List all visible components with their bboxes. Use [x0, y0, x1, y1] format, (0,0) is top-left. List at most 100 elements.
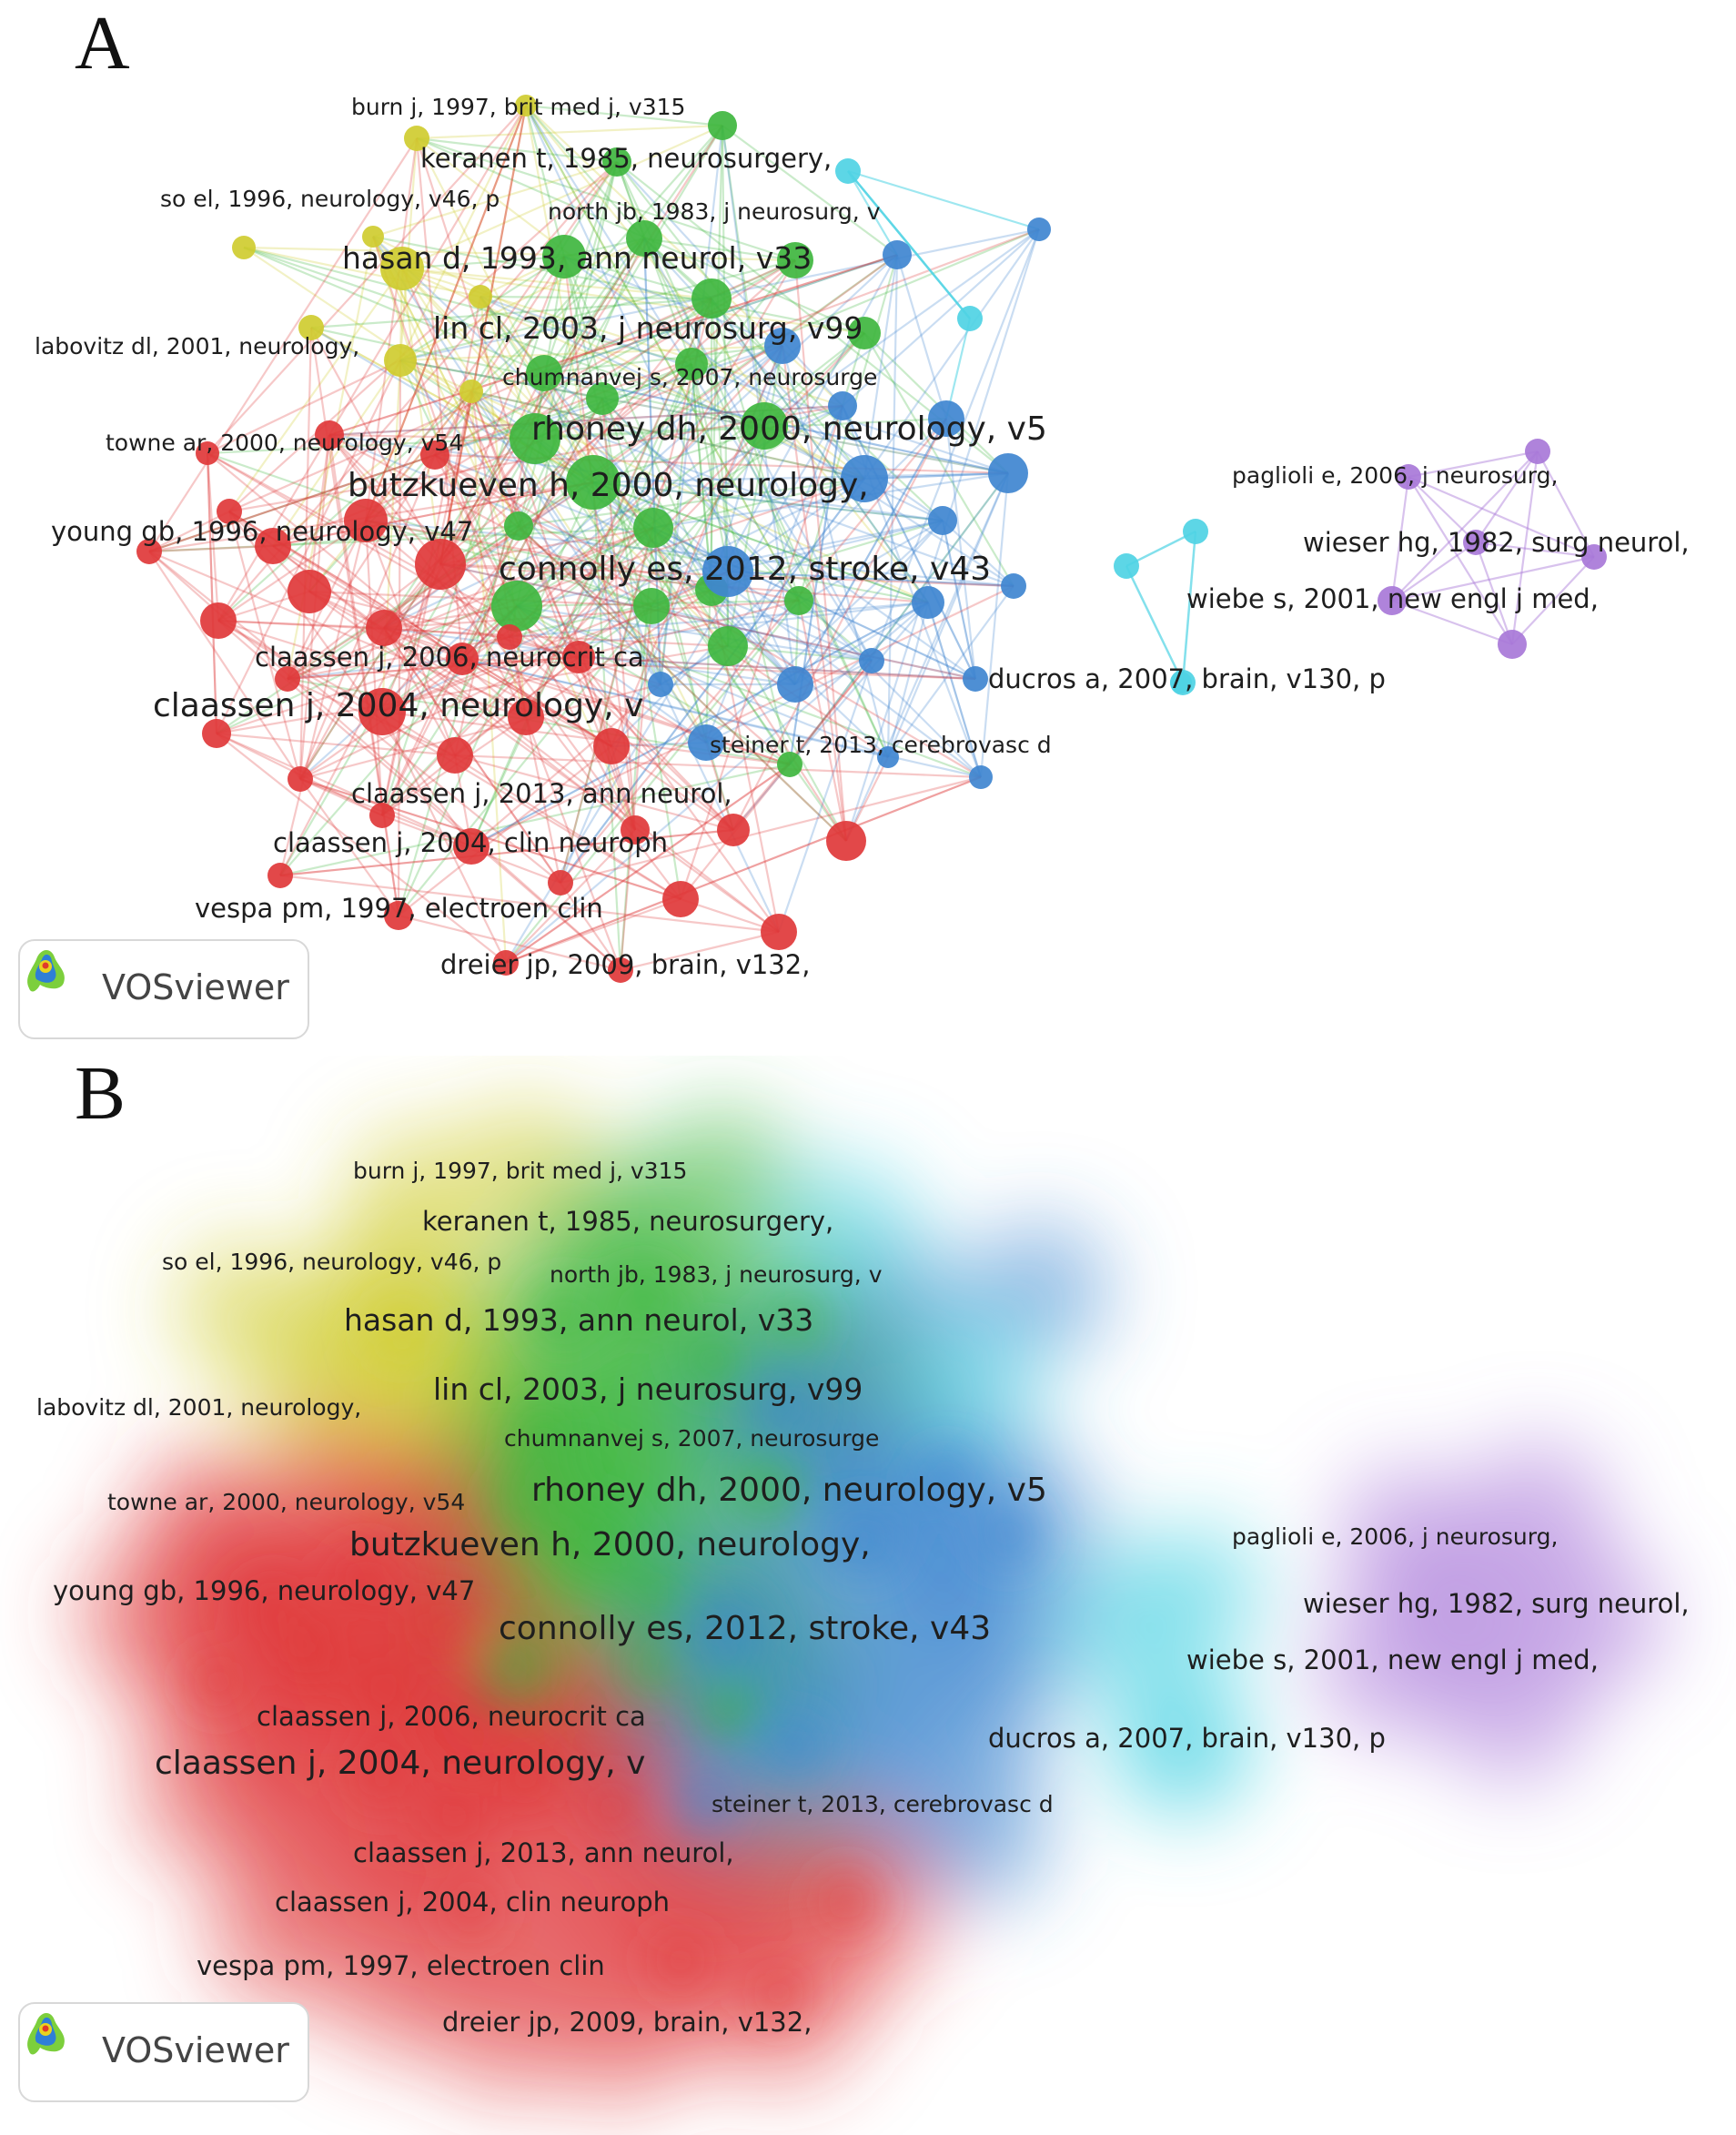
network-node[interactable] — [761, 914, 797, 950]
network-node[interactable] — [1396, 464, 1421, 490]
network-node[interactable] — [515, 95, 537, 116]
network-node[interactable] — [497, 624, 522, 650]
network-node[interactable] — [493, 950, 519, 976]
network-node[interactable] — [741, 402, 788, 450]
network-node[interactable] — [469, 285, 492, 309]
network-node[interactable] — [848, 317, 881, 349]
network-node[interactable] — [675, 348, 708, 380]
node-label-north[interactable]: north jb, 1983, j neurosurg, v — [548, 198, 881, 225]
network-node[interactable] — [1498, 630, 1527, 659]
network-node[interactable] — [626, 220, 662, 257]
network-node[interactable] — [883, 240, 912, 269]
network-node[interactable] — [404, 126, 429, 151]
network-node[interactable] — [1183, 519, 1208, 544]
node-label-burn[interactable]: burn j, 1997, brit med j, v315 — [351, 94, 686, 120]
node-label-labovitz[interactable]: labovitz dl, 2001, neurology, — [35, 333, 360, 359]
network-node[interactable] — [784, 586, 813, 615]
network-node[interactable] — [380, 247, 424, 290]
density-label-connolly[interactable]: connolly es, 2012, stroke, v43 — [499, 1610, 992, 1647]
network-node[interactable] — [586, 382, 619, 415]
network-node[interactable] — [1027, 218, 1051, 241]
network-node[interactable] — [702, 546, 753, 597]
network-node[interactable] — [384, 901, 413, 930]
network-node[interactable] — [1525, 439, 1550, 464]
network-node[interactable] — [369, 803, 395, 828]
network-node[interactable] — [608, 957, 633, 983]
node-label-lin[interactable]: lin cl, 2003, j neurosurg, v99 — [433, 310, 863, 346]
network-node[interactable] — [526, 355, 562, 391]
network-node[interactable] — [344, 499, 388, 542]
network-node[interactable] — [200, 602, 237, 639]
network-node[interactable] — [859, 648, 884, 673]
network-node[interactable] — [928, 400, 964, 437]
network-node[interactable] — [366, 610, 402, 646]
density-label-dreier[interactable]: dreier jp, 2009, brain, v132, — [442, 2007, 812, 2038]
network-node[interactable] — [777, 242, 813, 278]
network-node[interactable] — [708, 626, 748, 666]
density-label-vespa[interactable]: vespa pm, 1997, electroen clin — [197, 1950, 605, 1981]
network-node[interactable] — [510, 413, 560, 464]
network-node[interactable] — [202, 719, 231, 748]
network-node[interactable] — [963, 666, 988, 692]
density-label-paglioli[interactable]: paglioli e, 2006, j neurosurg, — [1232, 1523, 1559, 1550]
node-label-young[interactable]: young gb, 1996, neurology, v47 — [51, 516, 474, 547]
network-node[interactable] — [877, 746, 899, 768]
network-node[interactable] — [504, 511, 533, 541]
network-node[interactable] — [633, 588, 670, 624]
network-node[interactable] — [548, 870, 573, 895]
network-node[interactable] — [764, 328, 801, 364]
network-node[interactable] — [828, 391, 857, 420]
node-label-chumnanvej[interactable]: chumnanvej s, 2007, neurosurge — [502, 364, 878, 390]
node-label-paglioli[interactable]: paglioli e, 2006, j neurosurg, — [1232, 462, 1559, 489]
node-label-wieser[interactable]: wieser hg, 1982, surg neurol, — [1303, 527, 1690, 558]
network-node[interactable] — [777, 752, 802, 777]
density-label-rhoney[interactable]: rhoney dh, 2000, neurology, v5 — [531, 1472, 1047, 1509]
density-label-steiner[interactable]: steiner t, 2013, cerebrovasc d — [712, 1791, 1054, 1817]
network-node[interactable] — [1581, 544, 1607, 570]
network-node[interactable] — [196, 441, 219, 465]
density-label-wieser[interactable]: wieser hg, 1982, surg neurol, — [1303, 1588, 1690, 1619]
network-node[interactable] — [288, 570, 331, 613]
node-label-wiebe[interactable]: wiebe s, 2001, new engl j med, — [1186, 583, 1599, 614]
network-node[interactable] — [777, 666, 813, 703]
density-label-labovitz[interactable]: labovitz dl, 2001, neurology, — [36, 1394, 362, 1421]
density-label-towne[interactable]: towne ar, 2000, neurology, v54 — [107, 1489, 466, 1515]
node-label-rhoney[interactable]: rhoney dh, 2000, neurology, v5 — [531, 410, 1047, 448]
density-label-lin[interactable]: lin cl, 2003, j neurosurg, v99 — [433, 1371, 863, 1407]
network-node[interactable] — [362, 226, 384, 248]
density-label-young[interactable]: young gb, 1996, neurology, v47 — [53, 1575, 476, 1606]
density-label-hasan[interactable]: hasan d, 1993, ann neurol, v33 — [344, 1302, 814, 1338]
network-node[interactable] — [136, 539, 162, 564]
network-node[interactable] — [593, 728, 630, 764]
network-node[interactable] — [453, 828, 490, 865]
network-node[interactable] — [298, 315, 324, 340]
node-label-dreier[interactable]: dreier jp, 2009, brain, v132, — [440, 949, 811, 980]
network-node[interactable] — [602, 147, 631, 177]
network-node[interactable] — [217, 499, 242, 524]
density-label-wiebe[interactable]: wiebe s, 2001, new engl j med, — [1186, 1644, 1599, 1675]
density-label-keranen[interactable]: keranen t, 1985, neurosurgery, — [422, 1206, 834, 1237]
density-label-so-el[interactable]: so el, 1996, neurology, v46, p — [162, 1249, 502, 1275]
node-label-steiner[interactable]: steiner t, 2013, cerebrovasc d — [710, 732, 1052, 758]
network-node[interactable] — [491, 581, 542, 632]
network-node[interactable] — [1114, 553, 1139, 579]
network-node[interactable] — [957, 306, 983, 331]
network-node[interactable] — [1378, 586, 1407, 615]
network-node[interactable] — [841, 455, 888, 502]
network-node[interactable] — [255, 528, 291, 564]
network-node[interactable] — [437, 737, 473, 774]
network-node[interactable] — [717, 814, 750, 846]
network-node[interactable] — [508, 699, 544, 735]
density-label-claassen-2013[interactable]: claassen j, 2013, ann neurol, — [353, 1837, 734, 1868]
density-label-chumnanvej[interactable]: chumnanvej s, 2007, neurosurge — [504, 1425, 880, 1452]
node-label-claassen-2004-clin[interactable]: claassen j, 2004, clin neuroph — [273, 827, 669, 858]
node-label-claassen-2013[interactable]: claassen j, 2013, ann neurol, — [351, 778, 732, 809]
density-label-ducros[interactable]: ducros a, 2007, brain, v130, p — [988, 1723, 1386, 1754]
node-label-vespa[interactable]: vespa pm, 1997, electroen clin — [195, 893, 603, 924]
network-node[interactable] — [384, 344, 417, 377]
network-node[interactable] — [566, 455, 621, 510]
density-label-claassen-2006[interactable]: claassen j, 2006, neurocrit ca — [257, 1701, 646, 1732]
network-node[interactable] — [446, 643, 479, 675]
network-node[interactable] — [267, 863, 293, 888]
network-node[interactable] — [1463, 530, 1489, 555]
